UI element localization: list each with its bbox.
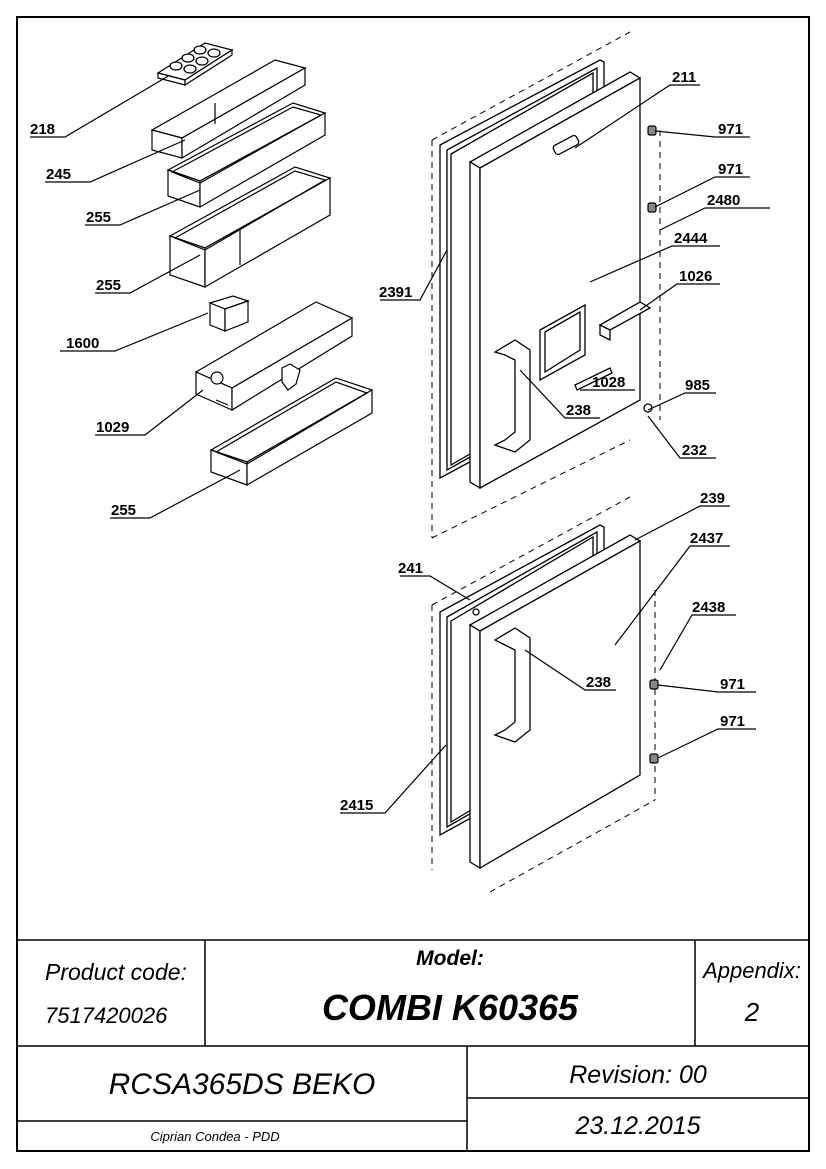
date: 23.12.2015	[574, 1112, 700, 1140]
lower-door-panel-drawing	[468, 534, 642, 870]
revision: Revision: 00	[569, 1061, 707, 1089]
part-label-971: 971	[720, 676, 745, 693]
model-label: Model:	[416, 947, 484, 970]
part-label-218: 218	[30, 121, 55, 138]
part-label-255: 255	[111, 502, 136, 519]
leader-lines	[30, 74, 770, 814]
part-label-971: 971	[718, 121, 743, 138]
upper-door-panel-drawing	[468, 71, 653, 490]
part-label-2437: 2437	[690, 530, 723, 547]
author: Ciprian Condea - PDD	[150, 1129, 279, 1144]
part-label-2480: 2480	[707, 192, 740, 209]
part-label-2438: 2438	[692, 599, 725, 616]
title-block	[17, 939, 809, 1151]
part-label-232: 232	[682, 442, 707, 459]
part-label-985: 985	[685, 377, 710, 394]
part-label-2444: 2444	[674, 230, 708, 247]
part-label-211: 211	[672, 69, 696, 86]
product-name: RCSA365DS BEKO	[109, 1068, 376, 1101]
appendix-label: Appendix:	[701, 958, 801, 983]
part-label-255: 255	[96, 277, 121, 294]
part-label-1026: 1026	[679, 268, 712, 285]
egg-tray-drawing	[156, 42, 234, 87]
part-label-238: 238	[586, 674, 611, 691]
drawing-frame	[16, 16, 810, 1152]
part-label-1600: 1600	[66, 335, 99, 352]
part-label-971: 971	[720, 713, 745, 730]
part-label-1029: 1029	[96, 419, 129, 436]
part-label-239: 239	[700, 490, 725, 507]
part-label-255: 255	[86, 209, 111, 226]
part-label-971: 971	[718, 161, 743, 178]
shelf-cover-drawing	[150, 59, 307, 160]
door-shelf-bottom-drawing	[209, 377, 374, 487]
part-label-245: 245	[46, 166, 71, 183]
upper-door-assembly-lines	[431, 31, 661, 539]
product-code-value: 7517420026	[45, 1003, 168, 1028]
part-label-238: 238	[566, 402, 591, 419]
part-label-1028: 1028	[592, 374, 625, 391]
dispenser-box-drawing	[194, 301, 354, 412]
hinge-pins-drawing	[647, 125, 659, 764]
door-shelf-small-drawing	[166, 102, 327, 209]
product-code-label: Product code:	[45, 959, 187, 985]
lower-door-assembly-lines	[431, 496, 656, 893]
part-label-2415: 2415	[340, 797, 373, 814]
control-knob-drawing	[208, 295, 250, 332]
appendix-value: 2	[744, 997, 760, 1027]
part-label-241: 241	[398, 560, 423, 577]
model-value: COMBI K60365	[322, 987, 579, 1028]
part-label-2391: 2391	[379, 284, 412, 301]
